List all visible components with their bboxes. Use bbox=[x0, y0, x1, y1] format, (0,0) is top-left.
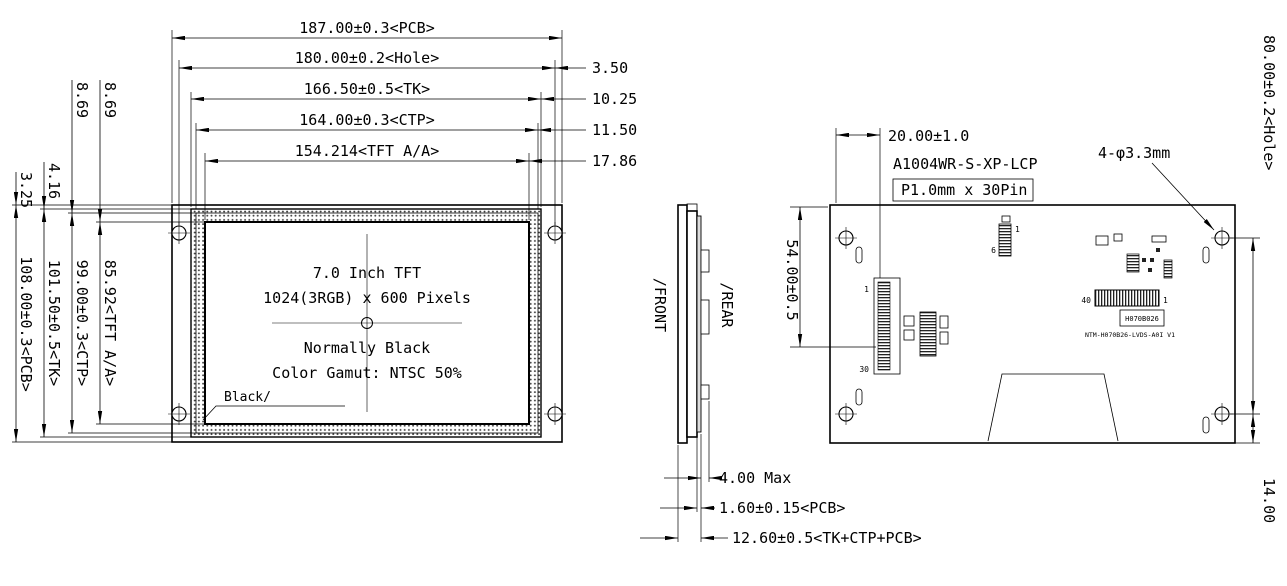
screen-spec-line2: 1024(3RGB) x 600 Pixels bbox=[263, 289, 471, 307]
rear-extension-lines bbox=[790, 128, 1260, 444]
connector-part-number: A1004WR-S-XP-LCP bbox=[893, 155, 1038, 173]
dim-total-thickness: 12.60±0.5<TK+CTP+PCB> bbox=[732, 529, 922, 547]
dim-connector-position: 20.00±1.0 bbox=[888, 127, 969, 145]
dim-tk-top-offset: 4.16 bbox=[45, 163, 63, 199]
dim-ctp-width: 164.00±0.3<CTP> bbox=[299, 111, 434, 129]
rear-dimensions: 20.00±1.0 A1004WR-S-XP-LCP P1.0mm x 30Pi… bbox=[783, 35, 1278, 523]
dim-aa-top-offset: 8.69 bbox=[101, 82, 119, 118]
driver-ic bbox=[1119, 309, 1165, 327]
fpc-pin1-label: 1 bbox=[864, 285, 869, 294]
dim-pcb-top-offset: 3.25 bbox=[17, 172, 35, 208]
rear-view: 1 30 1 6 bbox=[783, 35, 1278, 523]
slot-cutout bbox=[855, 388, 863, 406]
side-rear-label: /REAR bbox=[718, 282, 736, 328]
conn-pin40-label: 40 bbox=[1081, 296, 1091, 305]
side-frame-layer bbox=[686, 210, 698, 438]
dim-aa-width: 154.214<TFT A/A> bbox=[295, 142, 440, 160]
slot-cutout bbox=[1202, 246, 1210, 264]
small-conn-pin1-label: 1 bbox=[1015, 225, 1020, 234]
side-component bbox=[700, 299, 710, 335]
slot-cutout bbox=[1202, 416, 1210, 434]
slot-cutout bbox=[855, 246, 863, 264]
front-extension-lines bbox=[12, 30, 563, 443]
dim-component-max: 4.00 Max bbox=[719, 469, 791, 487]
front-top-dimensions: 187.00±0.3<PCB> 180.00±0.2<Hole> 166.50±… bbox=[172, 19, 637, 170]
dim-aa-height: 85.92<TFT A/A> bbox=[101, 260, 119, 386]
dim-hole-offset: 3.50 bbox=[592, 59, 628, 77]
front-left-dimensions: 108.00±0.3<PCB> 101.50±0.5<TK> 99.00±0.3… bbox=[13, 80, 119, 442]
front-ctp-outline bbox=[195, 212, 539, 434]
side-extension-lines bbox=[677, 401, 710, 542]
dim-tk-width: 166.50±0.5<TK> bbox=[304, 80, 430, 98]
conn-pin1-label: 1 bbox=[1163, 296, 1168, 305]
backlight-outline bbox=[987, 373, 1119, 442]
fpc-pin30-label: 30 bbox=[859, 365, 869, 374]
driver-ic-label: H070B026 bbox=[1125, 315, 1159, 323]
dim-connector-vertical: 54.00±0.5 bbox=[783, 239, 801, 320]
dim-hole-bottom-offset: 14.00 bbox=[1260, 478, 1278, 523]
dim-pcb-width: 187.00±0.3<PCB> bbox=[299, 19, 434, 37]
dim-pcb-thickness: 1.60±0.15<PCB> bbox=[719, 499, 845, 517]
side-view: /FRONT /REAR 4.00 Max 1.60±0.15<PCB> 12.… bbox=[640, 203, 922, 547]
dim-tk-height: 101.50±0.5<TK> bbox=[45, 260, 63, 386]
pcb-components-left bbox=[903, 311, 949, 357]
fpc-connector-30pin: 1 30 bbox=[859, 277, 901, 375]
black-print-label: Black/ bbox=[224, 390, 271, 405]
dim-hole-width: 180.00±0.2<Hole> bbox=[295, 49, 440, 67]
dim-ctp-top-offset: 8.69 bbox=[73, 82, 91, 118]
board-connector-40pin bbox=[1094, 289, 1160, 307]
side-dimensions: 4.00 Max 1.60±0.15<PCB> 12.60±0.5<TK+CTP… bbox=[640, 469, 922, 547]
front-view: 7.0 Inch TFT 1024(3RGB) x 600 Pixels Nor… bbox=[12, 19, 637, 443]
dim-hole-vertical: 80.00±0.2<Hole> bbox=[1260, 35, 1278, 170]
connector-pin-note-box bbox=[892, 178, 1034, 202]
connector-pin-note: P1.0mm x 30Pin bbox=[901, 181, 1027, 199]
side-component bbox=[700, 249, 710, 273]
center-mark-icon bbox=[361, 317, 373, 329]
center-lines bbox=[272, 234, 462, 412]
small-connector-6pin: 1 6 bbox=[991, 215, 1020, 257]
small-conn-pin6-label: 6 bbox=[991, 246, 996, 255]
side-front-label: /FRONT bbox=[651, 278, 669, 332]
silkscreen-label: NTM-H070B26-LVDS-A0I V1 bbox=[1085, 331, 1175, 339]
dim-aa-offset: 17.86 bbox=[592, 152, 637, 170]
screen-spec-line1: 7.0 Inch TFT bbox=[313, 264, 421, 282]
hole-diameter-note: 4-φ3.3mm bbox=[1098, 144, 1170, 162]
screen-spec-line4: Color Gamut: NTSC 50% bbox=[272, 364, 462, 382]
side-component bbox=[700, 384, 710, 400]
dim-ctp-height: 99.00±0.3<CTP> bbox=[73, 260, 91, 386]
screen-spec-line3: Normally Black bbox=[304, 339, 430, 357]
side-glass-layer bbox=[677, 204, 688, 444]
black-print-leader bbox=[202, 405, 345, 421]
pcb-components-right: 40 1 H070B026 NTM-H070B26-LVDS-A0I V1 bbox=[1081, 233, 1175, 339]
dim-tk-offset: 10.25 bbox=[592, 90, 637, 108]
dim-pcb-height: 108.00±0.3<PCB> bbox=[17, 256, 35, 391]
side-pcb-layer bbox=[696, 215, 702, 433]
dim-ctp-offset: 11.50 bbox=[592, 121, 637, 139]
